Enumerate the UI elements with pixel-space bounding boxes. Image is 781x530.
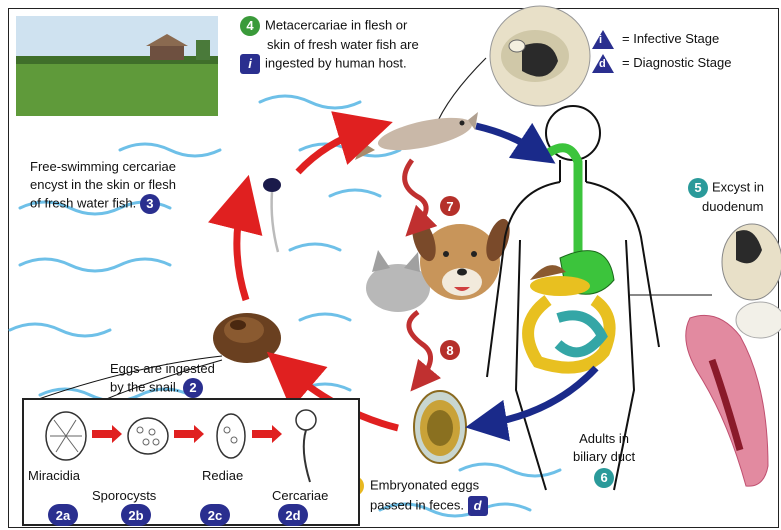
step-3-line-3: of fresh water fish.: [30, 195, 136, 210]
diagnostic-legend-icon: d: [592, 54, 614, 73]
rice-field-photo: [16, 16, 218, 116]
step-3-line-1: Free-swimming cercariae: [30, 158, 176, 176]
adult-fluke-image: [686, 315, 768, 486]
miracidia-label: Miracidia: [28, 468, 80, 483]
step-6-badge: 6: [594, 468, 614, 488]
snail-image: [213, 313, 281, 363]
inset-artwork: [24, 400, 358, 524]
snail-stages-inset: Miracidia Sporocysts Rediae Cercariae 2a…: [22, 398, 360, 526]
step-4-line-2: skin of fresh water fish are: [240, 36, 419, 54]
step-3-badge: 3: [140, 194, 160, 214]
step-4-badge: 4: [240, 16, 260, 36]
excysting-larva-image: [722, 224, 781, 338]
metacercaria-cyst-image: [490, 6, 590, 106]
step-4-text: 4 Metacercariae in flesh or skin of fresh…: [240, 16, 419, 74]
infective-legend-label: = Infective Stage: [622, 30, 719, 48]
step-2a-badge: 2a: [48, 504, 78, 526]
step-5-line-1: Excyst in: [712, 179, 764, 194]
step-3-text: Free-swimming cercariae encyst in the sk…: [30, 158, 176, 214]
step-2d-badge: 2d: [278, 504, 308, 526]
step-6-text: Adults in biliary duct 6: [573, 430, 635, 488]
step-4-line-1: Metacercariae in flesh or: [265, 17, 407, 32]
diagnostic-legend-label: = Diagnostic Stage: [622, 54, 731, 72]
cercariae-label: Cercariae: [272, 488, 328, 503]
step-5-line-2: duodenum: [688, 198, 764, 216]
step-5-text: 5 Excyst in duodenum: [688, 178, 764, 216]
fish-image: [355, 111, 478, 160]
step-3-line-2: encyst in the skin or flesh: [30, 176, 176, 194]
infective-legend-icon: i: [592, 30, 614, 49]
step-2-text: Eggs are ingested by the snail. 2: [110, 360, 215, 398]
step-6-line-2: biliary duct: [573, 448, 635, 466]
step-1-text: 1Embryonated eggs passed in feces. d: [344, 476, 488, 516]
cercaria-icon: [296, 410, 316, 482]
sporocyst-icon: [128, 418, 168, 454]
step-4-line-3: ingested by human host.: [265, 55, 407, 70]
redia-icon: [217, 414, 245, 458]
cat-and-dog-image: [366, 216, 514, 312]
miracidium-icon: [46, 412, 86, 460]
step-2-line-1: Eggs are ingested: [110, 360, 215, 378]
step-2-line-2: by the snail.: [110, 379, 179, 394]
inset-arrows: [92, 425, 282, 443]
step-1-line-1: Embryonated eggs: [370, 477, 479, 492]
infective-stage-marker: i: [240, 54, 260, 74]
step-7-badge: 7: [440, 196, 460, 216]
step-6-line-1: Adults in: [573, 430, 635, 448]
diagnostic-stage-marker: d: [468, 496, 488, 516]
rediae-label: Rediae: [202, 468, 243, 483]
step-2b-badge: 2b: [121, 504, 151, 526]
embryonated-egg-image: [414, 391, 466, 463]
digestive-tract: [528, 148, 614, 368]
sporocysts-label: Sporocysts: [92, 488, 156, 503]
step-8-badge: 8: [440, 340, 460, 360]
step-1-line-2: passed in feces.: [370, 497, 464, 512]
step-2-badge: 2: [183, 378, 203, 398]
step-2c-badge: 2c: [200, 504, 230, 526]
step-5-badge: 5: [688, 178, 708, 198]
cercaria-image: [263, 178, 281, 252]
